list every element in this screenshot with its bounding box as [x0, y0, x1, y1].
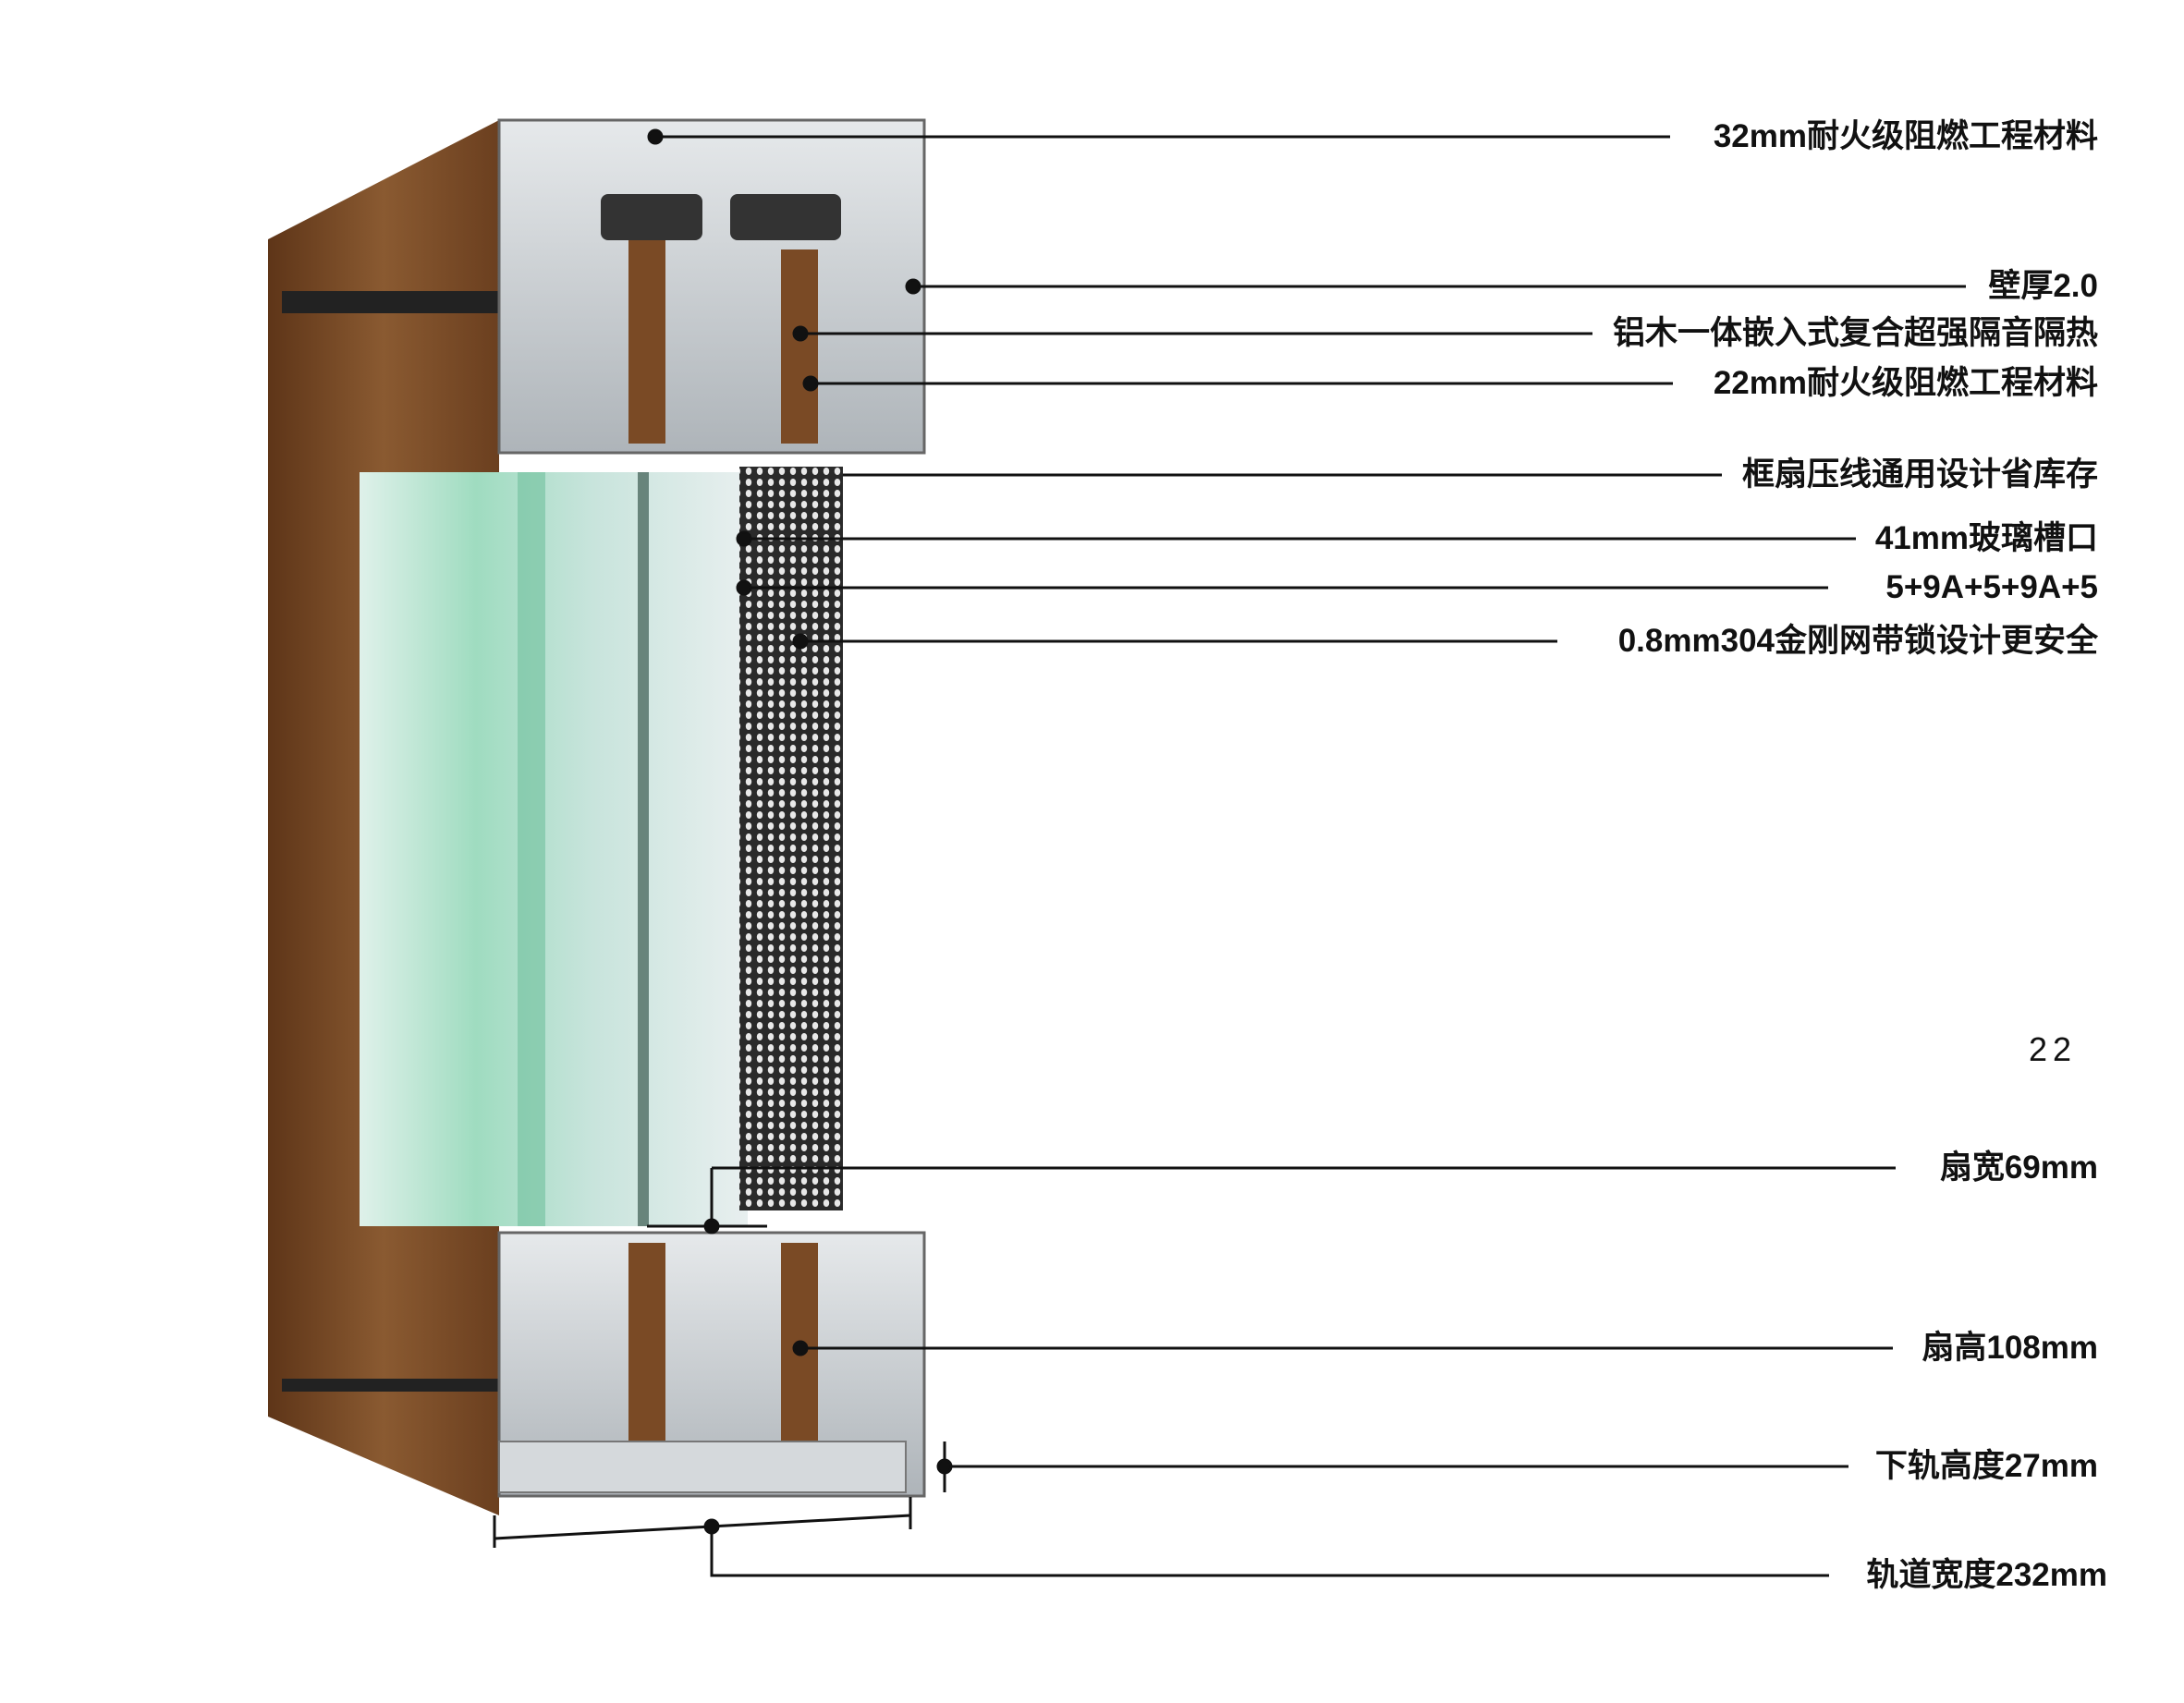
glass-pane: [360, 472, 748, 1226]
bottom-wood-insert-1: [628, 1243, 665, 1446]
leader-lines: [493, 128, 1966, 1577]
top-wood-insert-1: [628, 240, 665, 444]
top-thermal-strip-1: [601, 194, 702, 240]
callout-aluminum-wood-composite: 铝木一体嵌入式复合超强隔音隔热: [1612, 315, 2098, 351]
callout-fire-material-22mm: 22mm耐火级阻燃工程材料: [1713, 365, 2098, 401]
top-profile-section: [497, 118, 926, 455]
top-wood-insert-2: [781, 249, 818, 444]
callout-glass-slot: 41mm玻璃槽口: [1874, 520, 2098, 556]
callout-wall-thickness: 壁厚2.0: [1988, 268, 2098, 304]
bottom-track: [498, 1441, 907, 1493]
frame-bottom-groove: [282, 1379, 499, 1392]
callout-track-width: 轨道宽度232mm: [1866, 1557, 2107, 1593]
callout-security-mesh: 0.8mm304金刚网带锁设计更安全: [1617, 623, 2098, 659]
callout-sash-height: 扇高108mm: [1922, 1330, 2098, 1366]
glass-edge: [518, 472, 545, 1226]
security-mesh: [739, 467, 843, 1210]
callout-bottom-rail-height: 下轨高度27mm: [1874, 1448, 2098, 1484]
callout-glass-spec: 5+9A+5+9A+5: [1885, 569, 2098, 605]
callout-universal-bead-design: 框扇压线通用设计省库存: [1741, 456, 2098, 493]
callout-fire-material-32mm: 32mm耐火级阻燃工程材料: [1713, 118, 2098, 154]
window-frame-drawing: [268, 118, 926, 1515]
frame-top-groove: [282, 291, 499, 313]
callout-sash-width: 扇宽69mm: [1939, 1150, 2098, 1186]
top-thermal-strip-2: [730, 194, 841, 240]
marker-number: 22: [2029, 1030, 2078, 1068]
glass-edge-2: [638, 472, 649, 1226]
